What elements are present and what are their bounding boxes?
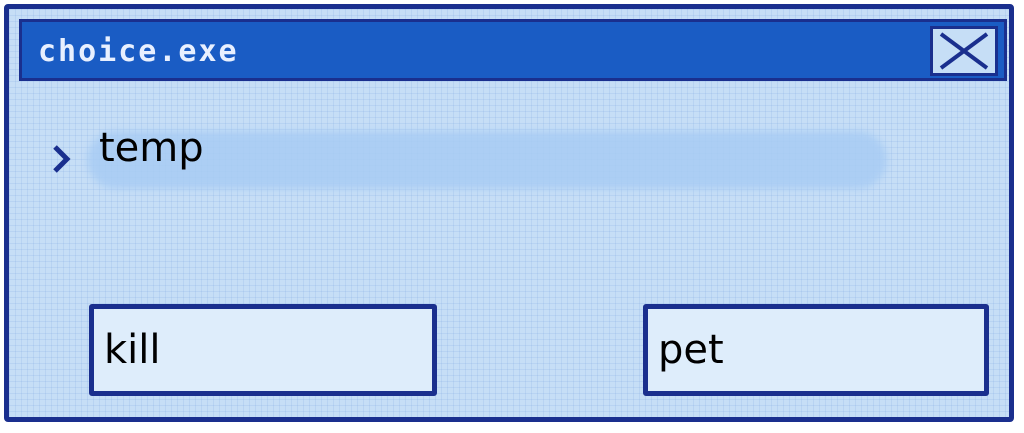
kill-button[interactable]: kill xyxy=(89,304,437,396)
title-bar[interactable]: choice.exe xyxy=(19,19,1007,81)
prompt-highlight xyxy=(87,131,887,189)
pet-button-label: pet xyxy=(658,327,724,373)
chevron-right-icon xyxy=(53,145,71,173)
prompt-text: temp xyxy=(99,125,204,171)
close-icon xyxy=(939,32,989,70)
dialog-window: choice.exe temp kill pet xyxy=(4,4,1014,422)
prompt-row: temp xyxy=(47,117,887,189)
kill-button-label: kill xyxy=(104,327,161,373)
pet-button[interactable]: pet xyxy=(643,304,989,396)
close-button[interactable] xyxy=(930,26,998,76)
window-title: choice.exe xyxy=(38,34,239,69)
